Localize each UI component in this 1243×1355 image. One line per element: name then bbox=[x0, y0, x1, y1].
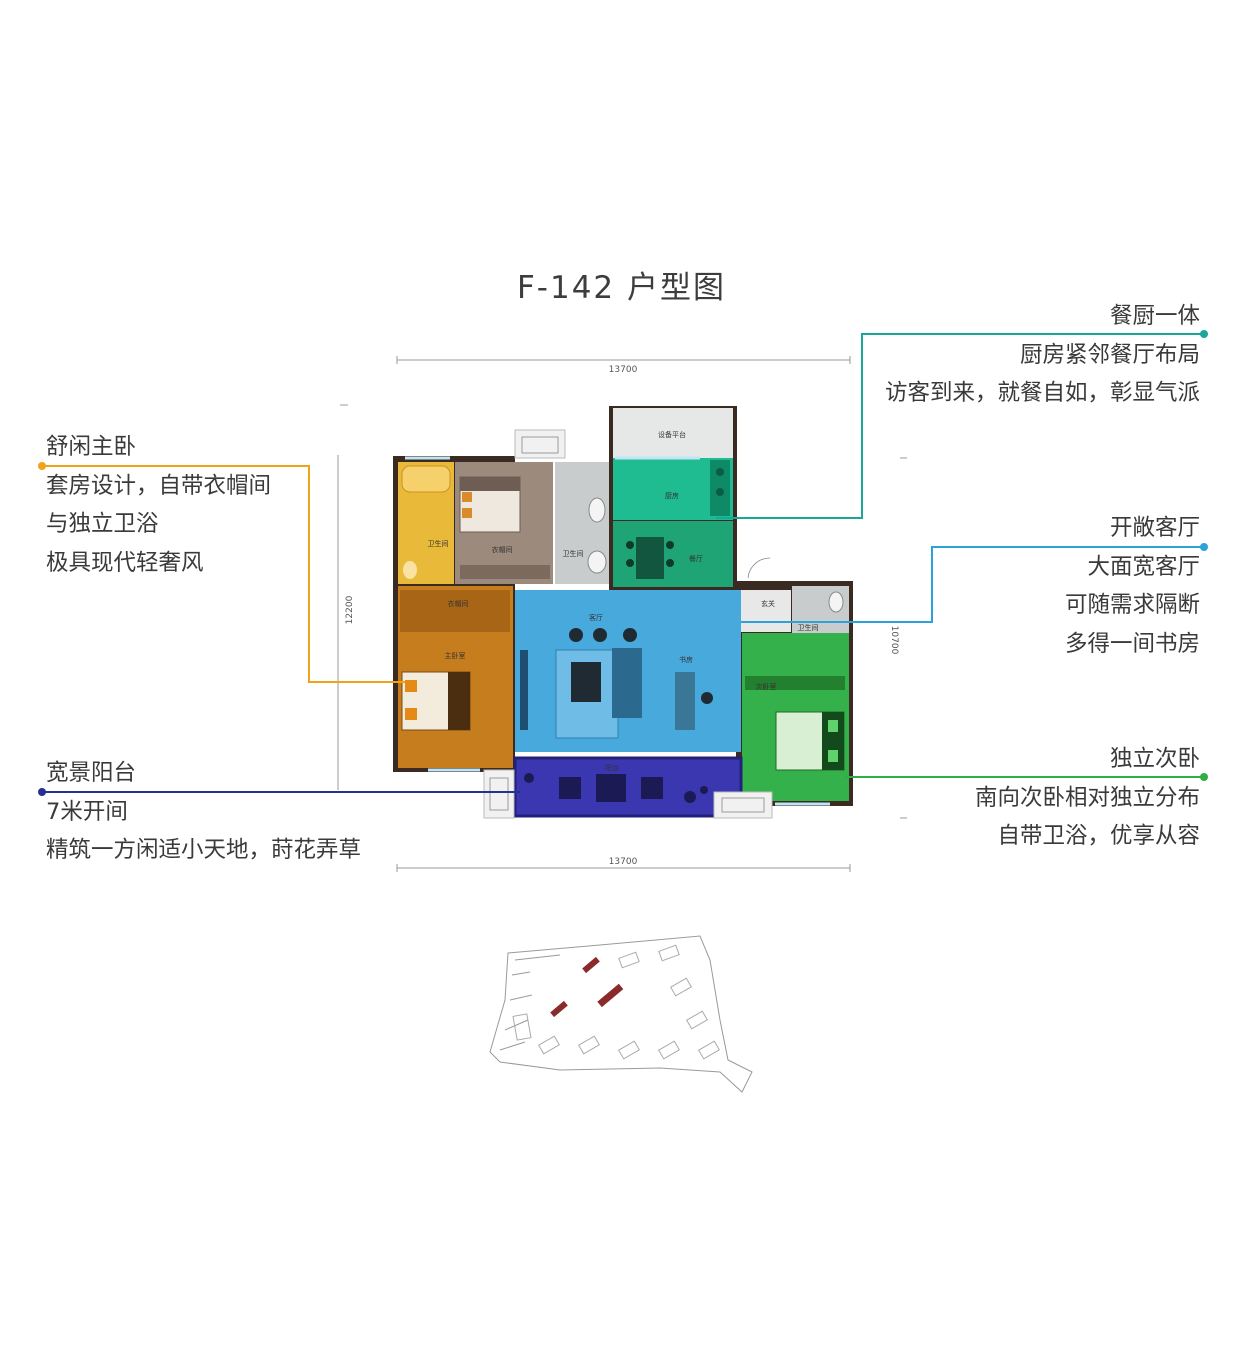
bath2-label: 卫生间 bbox=[563, 549, 584, 558]
master-bath-label: 卫生间 bbox=[428, 539, 449, 548]
bedroom2-callout-line-2: 自带卫浴，优享从容 bbox=[997, 823, 1200, 849]
dim-left-depth: 12200 bbox=[345, 595, 355, 624]
ac-unit-top bbox=[514, 429, 566, 459]
bedroom2-callout: 独立次卧 南向次卧相对独立分布 自带卫浴，优享从容 bbox=[975, 740, 1200, 856]
balcony-label: 阳台 bbox=[605, 763, 619, 772]
bedroom2-callout-title: 独立次卧 bbox=[1109, 746, 1200, 772]
dining-label: 餐厅 bbox=[689, 554, 703, 563]
master-dressing-label: 衣帽间 bbox=[448, 599, 469, 608]
master-callout-line-3: 极具现代轻奢风 bbox=[46, 549, 204, 576]
dining-room bbox=[613, 521, 733, 587]
bedroom2-callout-line-1: 南向次卧相对独立分布 bbox=[974, 784, 1200, 811]
balcony-callout-dot bbox=[38, 788, 46, 796]
balcony-callout: 宽景阳台 7米开间 精筑一方闲适小天地，莳花弄草 bbox=[46, 754, 361, 870]
balcony-room bbox=[513, 756, 743, 818]
dimension-lines bbox=[337, 356, 907, 872]
living-callout-dot bbox=[1200, 543, 1208, 551]
master-callout-title: 舒闲主卧 bbox=[46, 434, 137, 460]
kitchen-label: 厨房 bbox=[665, 491, 679, 500]
entry-label: 玄关 bbox=[761, 599, 775, 608]
living-callout: 开敞客厅 大面宽客厅 可随需求隔断 多得一间书房 bbox=[1065, 509, 1200, 663]
bath3-label: 卫生间 bbox=[798, 623, 819, 632]
dim-top-width: 13700 bbox=[609, 365, 638, 375]
kitchen-callout-line-1: 厨房紧邻餐厅布局 bbox=[1019, 341, 1200, 368]
kitchen-callout-line-2: 访客到来，就餐自如，彰显气派 bbox=[884, 380, 1200, 406]
dim-bottom-width: 13700 bbox=[609, 857, 638, 867]
master-callout-dot bbox=[38, 462, 46, 470]
cloakroom-label: 衣帽间 bbox=[492, 545, 513, 554]
equipment-platform-room bbox=[613, 408, 733, 458]
page-title: F-142 户型图 bbox=[516, 270, 727, 306]
site-plan-map bbox=[489, 935, 753, 1093]
balcony-callout-title: 宽景阳台 bbox=[46, 760, 137, 786]
kitchen-callout-dot bbox=[1200, 330, 1208, 338]
living-label: 客厅 bbox=[589, 613, 603, 622]
entry-room bbox=[741, 590, 791, 632]
ac-unit-left bbox=[483, 769, 515, 819]
master-callout-line-1: 套房设计，自带衣帽间 bbox=[46, 472, 272, 499]
kitchen-callout-line bbox=[716, 333, 1204, 519]
equipment-platform-label: 设备平台 bbox=[658, 430, 686, 439]
bedroom2-label: 次卧室 bbox=[756, 682, 777, 691]
living-callout-line bbox=[741, 546, 1204, 623]
living-callout-line-2: 可随需求隔断 bbox=[1064, 592, 1200, 618]
living-callout-title: 开敞客厅 bbox=[1109, 515, 1200, 541]
master-callout-line bbox=[42, 465, 405, 683]
study-label: 书房 bbox=[679, 655, 693, 664]
kitchen-callout: 餐厨一体 厨房紧邻餐厅布局 访客到来，就餐自如，彰显气派 bbox=[885, 297, 1200, 413]
dim-right-depth: 10700 bbox=[889, 626, 899, 655]
balcony-callout-line-1: 7米开间 bbox=[46, 798, 128, 825]
master-bedroom-label: 主卧室 bbox=[445, 651, 466, 660]
living-callout-line-3: 多得一间书房 bbox=[1064, 630, 1200, 657]
ac-unit-right bbox=[713, 791, 773, 819]
balcony-callout-line-2: 精筑一方闲适小天地，莳花弄草 bbox=[46, 837, 362, 863]
bedroom2-callout-dot bbox=[1200, 773, 1208, 781]
master-callout: 舒闲主卧 套房设计，自带衣帽间 与独立卫浴 极具现代轻奢风 bbox=[46, 428, 271, 582]
master-callout-line-2: 与独立卫浴 bbox=[46, 511, 159, 537]
living-callout-line-1: 大面宽客厅 bbox=[1087, 553, 1200, 580]
kitchen-callout-title: 餐厨一体 bbox=[1109, 303, 1200, 329]
windows bbox=[405, 456, 830, 806]
